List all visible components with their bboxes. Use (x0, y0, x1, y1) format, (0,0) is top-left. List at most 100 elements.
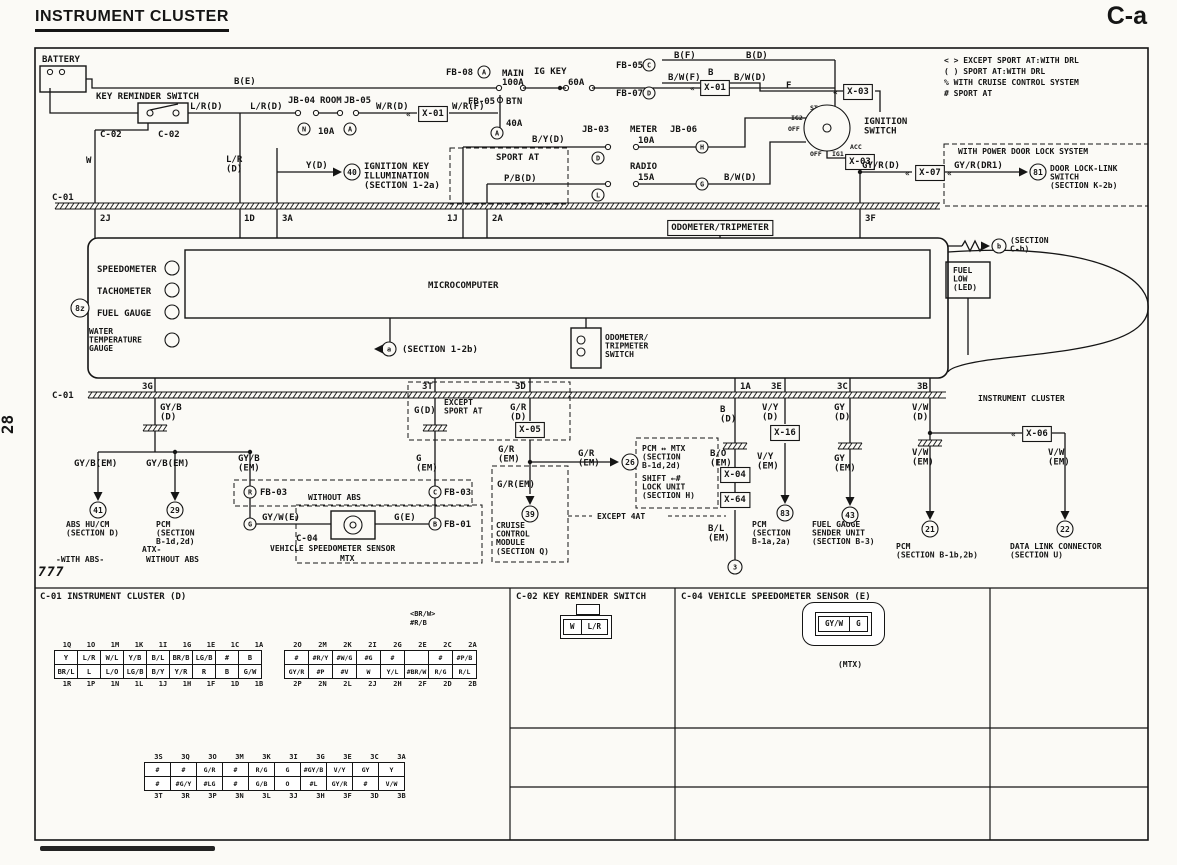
terminal-ring (632, 180, 640, 188)
wire-label: JB-06 (670, 125, 697, 135)
pin-label: 2C (443, 641, 452, 649)
pin-cell: #R/Y (308, 650, 333, 665)
circled-ref-text: D (596, 155, 600, 163)
pin-cell: B/Y (146, 664, 170, 679)
wire-label: 3D (515, 382, 526, 392)
diagram-frame (34, 47, 1149, 841)
wire-label: V/Y(D) (762, 403, 779, 423)
pin-label: 3P (208, 792, 217, 800)
circled-ref-C (428, 485, 442, 499)
connector-pin: W (563, 619, 582, 635)
circled-ref-41 (89, 501, 107, 519)
terminal-ring (58, 68, 66, 76)
speedometer-label: SPEEDOMETER (97, 265, 157, 275)
wire-label: B/W(D) (724, 173, 757, 183)
circled-ref-text: 22 (1060, 525, 1070, 534)
wire-label: C-01 (52, 391, 74, 401)
wire-label: B(F) (674, 51, 696, 61)
pin-label: 1O (86, 641, 96, 649)
terminal-ring (495, 84, 503, 92)
pin-label: 1I (158, 641, 168, 649)
circled-ref-text: G (700, 181, 704, 189)
wire-label: FB-03 (444, 488, 471, 498)
wire-label: FB-01 (444, 520, 471, 530)
connector-tab (576, 604, 600, 615)
pin-label: 1K (134, 641, 144, 649)
wire-label: G/R(EM) (497, 480, 535, 490)
pin-label: 1M (110, 641, 120, 649)
wire-label: PCM(SECTION B-1b,2b) (896, 542, 978, 560)
wire-label: 1A (740, 382, 751, 392)
connector-code-box (843, 83, 873, 101)
wire-label: JB-03 (582, 125, 609, 135)
wire-label: 3A (282, 214, 293, 224)
circled-ref-text: D (647, 90, 651, 98)
pin-cell: BR/B (169, 650, 193, 665)
connector-hatch (837, 442, 863, 450)
wire-label: 1D (244, 214, 255, 224)
wire-label: IG KEY (534, 67, 567, 77)
circled-ref-text: C (433, 489, 437, 497)
connector-arrow (780, 495, 790, 504)
wire-label: G(EM) (416, 454, 438, 474)
pin-label: 2N (318, 680, 327, 688)
corner-mark: 777 (38, 565, 65, 580)
pin-label: 2L (343, 680, 352, 688)
symbol-circle (172, 109, 180, 117)
pin-label: 3E (343, 753, 352, 761)
pin-cell: LG/B (192, 650, 216, 665)
wire-label: GY/R(D) (862, 161, 900, 171)
pin-cell: BR/L (54, 664, 78, 679)
pin-cell: # (284, 650, 309, 665)
pin-cell: #V (332, 664, 357, 679)
wire-label: INSTRUMENT CLUSTER (978, 394, 1065, 403)
pin-label: 3G (316, 753, 325, 761)
pin-cell: #G/Y (170, 776, 197, 791)
wire-label: GY(D) (834, 403, 850, 423)
circled-ref-text: A (482, 69, 486, 77)
wire-label: « (833, 88, 838, 97)
wire-label: B/Y(D) (532, 135, 565, 145)
wire-label: B (708, 68, 714, 78)
circled-ref-text: 40 (347, 168, 357, 177)
circled-ref-text: 29 (170, 506, 180, 515)
junction-dot (857, 169, 863, 175)
component-box (330, 510, 376, 540)
pin-cell: L (77, 664, 101, 679)
vehicle-speedometer-sensor-label: VEHICLE SPEEDOMETER SENSOR (270, 544, 395, 553)
pin-label: 3N (235, 792, 244, 800)
pin-label: 1G (182, 641, 192, 649)
wire-label: « (690, 84, 695, 93)
pin-label: 3K (262, 753, 271, 761)
wire-label: « (905, 169, 910, 178)
wire-label: L/R(D) (226, 155, 243, 175)
pin-label: 1J (158, 680, 168, 688)
legend-line: < > EXCEPT SPORT AT:WITH DRL (944, 56, 1079, 65)
circled-ref-text: 81 (1033, 168, 1043, 177)
terminal-ring (562, 84, 570, 92)
pin-label: 3B (397, 792, 406, 800)
page-code: C-a (1106, 2, 1147, 30)
terminal-ring (336, 109, 344, 117)
pin-cell: Y (378, 762, 405, 777)
pin-label: 1R (62, 680, 72, 688)
wire-label: B/O(EM) (710, 449, 732, 469)
pin-cell: L/R (77, 650, 101, 665)
wire-label: -WITH ABS- (56, 555, 104, 564)
pin-cell (404, 650, 429, 665)
symbol-circle (164, 304, 180, 320)
wire-label: X-01 (704, 83, 726, 93)
wire-label: WITHOUT ABS (146, 555, 199, 564)
mtx-note: (MTX) (837, 660, 863, 669)
pin-label: 2M (318, 641, 327, 649)
